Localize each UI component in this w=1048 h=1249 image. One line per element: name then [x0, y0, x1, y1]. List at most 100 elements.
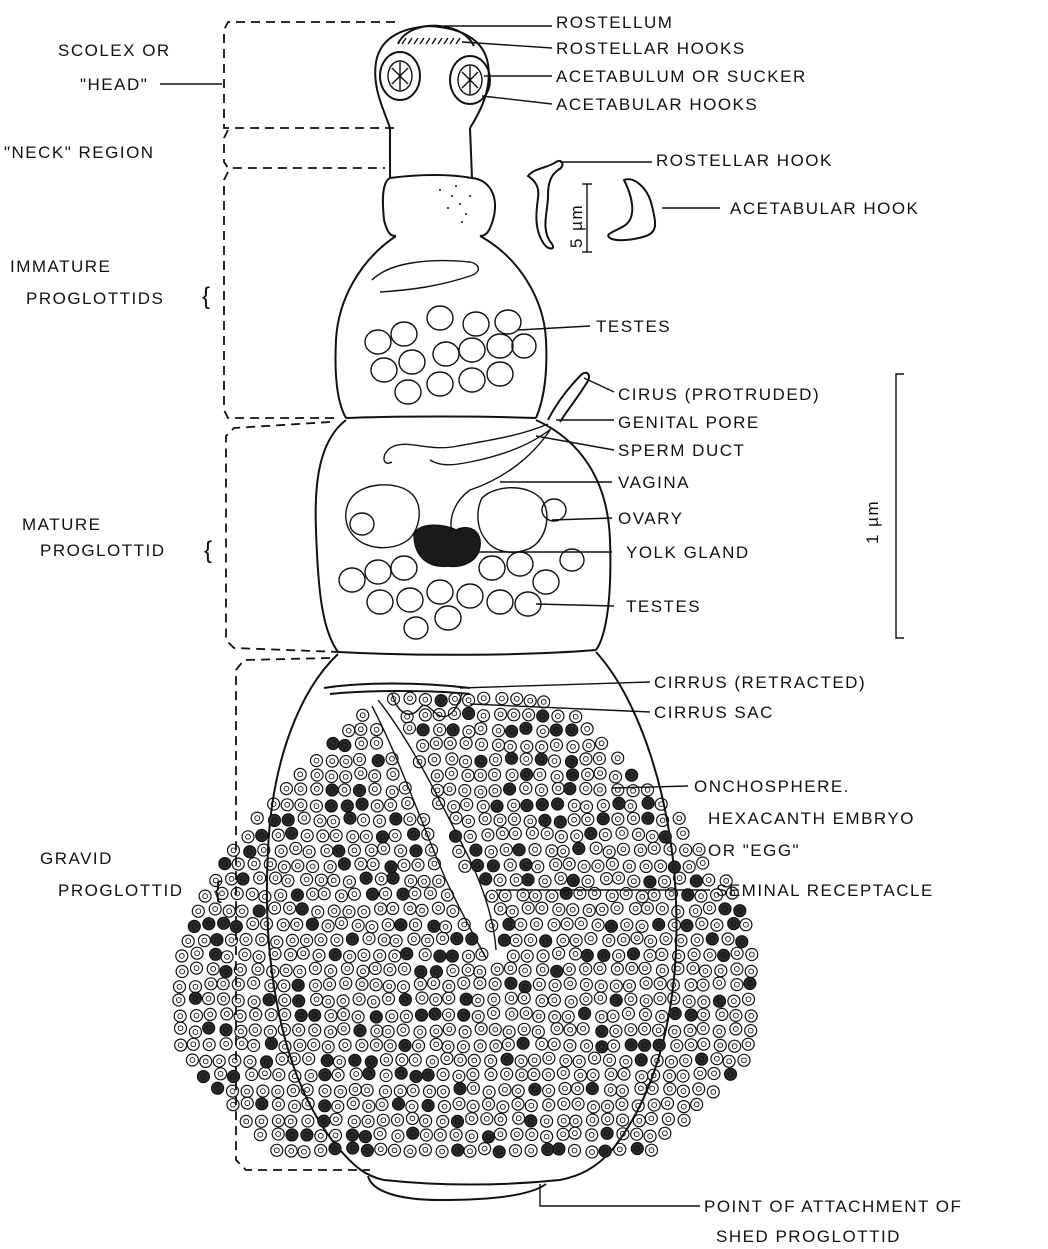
- egg: [627, 785, 639, 797]
- egg: [694, 1067, 706, 1079]
- egg-core: [573, 1131, 578, 1136]
- egg: [367, 858, 379, 870]
- egg: [704, 949, 716, 961]
- leader-lines: [160, 26, 720, 1206]
- egg: [256, 1098, 268, 1110]
- egg-core: [328, 969, 333, 974]
- egg-core: [408, 879, 413, 884]
- egg: [284, 902, 296, 914]
- egg-core: [744, 922, 749, 927]
- egg: [636, 891, 648, 903]
- egg: [523, 709, 535, 721]
- egg: [319, 1085, 331, 1097]
- egg: [483, 1086, 495, 1098]
- bracket-scolex: [224, 22, 395, 128]
- egg-core: [383, 1089, 388, 1094]
- egg: [475, 1023, 487, 1035]
- egg-core: [381, 1118, 386, 1123]
- egg: [248, 1040, 260, 1052]
- egg: [430, 737, 442, 749]
- region-scolex-line2: "HEAD": [80, 75, 148, 94]
- egg: [625, 993, 637, 1005]
- egg-core: [347, 909, 352, 914]
- egg: [597, 813, 609, 825]
- egg: [404, 692, 416, 704]
- egg: [424, 1085, 436, 1097]
- egg: [359, 1131, 371, 1143]
- egg-core: [284, 786, 289, 791]
- egg-core: [677, 816, 682, 821]
- egg: [497, 1101, 509, 1113]
- egg-core: [513, 831, 518, 836]
- label-attachment-line2: SHED PROGLOTTID: [716, 1227, 901, 1246]
- egg-core: [248, 1059, 253, 1064]
- egg: [493, 1146, 505, 1158]
- egg: [395, 845, 407, 857]
- egg-core: [579, 921, 584, 926]
- egg: [596, 737, 608, 749]
- egg: [602, 1113, 614, 1125]
- egg-core: [658, 864, 663, 869]
- egg-core: [273, 876, 278, 881]
- egg: [636, 920, 648, 932]
- egg-core: [537, 772, 542, 777]
- egg: [617, 1114, 629, 1126]
- egg: [502, 1039, 514, 1051]
- egg: [743, 993, 755, 1005]
- egg-core: [178, 1026, 183, 1031]
- egg: [380, 1054, 392, 1066]
- egg-core: [432, 861, 437, 866]
- egg-core: [711, 1090, 716, 1095]
- egg-core: [620, 1088, 625, 1093]
- egg: [618, 1068, 630, 1080]
- egg-core: [250, 892, 255, 897]
- egg: [540, 935, 552, 947]
- egg: [269, 814, 281, 826]
- egg-core: [341, 1012, 346, 1017]
- egg-core: [282, 998, 287, 1003]
- egg: [482, 829, 494, 841]
- egg-core: [272, 906, 277, 911]
- egg: [729, 1040, 741, 1052]
- egg: [393, 1098, 405, 1110]
- egg: [596, 1041, 608, 1053]
- label-rostellar-hooks: ROSTELLAR HOOKS: [556, 39, 746, 58]
- egg: [400, 1010, 412, 1022]
- egg: [232, 995, 244, 1007]
- egg: [532, 1026, 544, 1038]
- egg-core: [236, 998, 241, 1003]
- egg-core: [543, 879, 548, 884]
- egg-core: [495, 967, 500, 972]
- egg-core: [352, 848, 357, 853]
- egg: [458, 977, 470, 989]
- egg: [385, 799, 397, 811]
- label-acetabular-hooks: ACETABULAR HOOKS: [556, 95, 758, 114]
- egg: [307, 888, 319, 900]
- egg-core: [257, 954, 262, 959]
- egg: [309, 1024, 321, 1036]
- egg: [376, 1099, 388, 1111]
- egg-core: [435, 773, 440, 778]
- egg-core: [422, 879, 427, 884]
- egg: [453, 845, 465, 857]
- label-testes-upper: TESTES: [596, 317, 671, 336]
- egg-core: [232, 1058, 237, 1063]
- egg-core: [701, 983, 706, 988]
- egg: [681, 920, 693, 932]
- egg-core: [659, 952, 664, 957]
- egg-core: [317, 953, 322, 958]
- egg: [626, 962, 638, 974]
- egg: [289, 1100, 301, 1112]
- egg-core: [298, 1043, 303, 1048]
- egg-core: [599, 984, 604, 989]
- egg-core: [276, 1118, 281, 1123]
- egg-core: [466, 698, 471, 703]
- egg: [583, 740, 595, 752]
- egg: [390, 935, 402, 947]
- egg-core: [583, 967, 588, 972]
- egg-core: [556, 786, 561, 791]
- egg: [488, 994, 500, 1006]
- egg: [354, 785, 366, 797]
- egg: [419, 949, 431, 961]
- egg: [698, 1009, 710, 1021]
